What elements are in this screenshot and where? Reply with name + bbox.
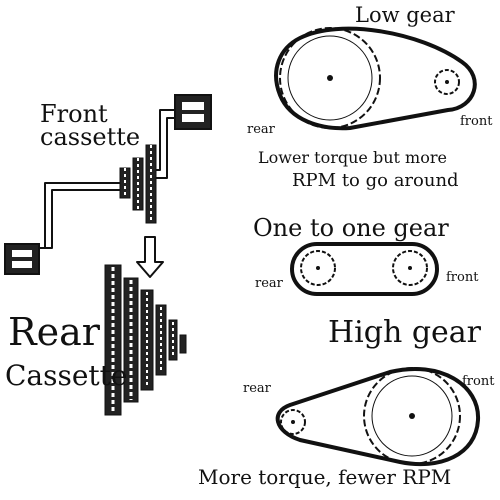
low-gear-large-cog-icon (279, 27, 381, 129)
high-gear-small-cog-icon (280, 409, 306, 435)
right-pedal-icon (174, 94, 212, 130)
high-gear-chain (275, 366, 481, 467)
rear-cassette-icon (104, 264, 187, 416)
low-front-label: front (460, 114, 493, 129)
low-rear-label: rear (247, 122, 276, 137)
one-to-one-rear-label: rear (255, 276, 284, 291)
front-cassette-label-1: Front (40, 100, 108, 128)
low-gear-note-2: RPM to go around (292, 170, 459, 191)
low-gear-title: Low gear (355, 3, 456, 27)
low-gear-small-cog-icon (434, 69, 460, 95)
low-gear-chain (274, 26, 477, 131)
one-to-one-chain (290, 242, 439, 296)
rear-cassette-label-1: Rear (8, 310, 101, 354)
left-pedal-icon (4, 243, 40, 275)
low-gear-note-1: Lower torque but more (258, 148, 447, 167)
high-gear-note: More torque, fewer RPM (198, 465, 451, 489)
one-to-one-rear-cog-icon (300, 250, 336, 286)
front-cassette-label-2: cassette (40, 123, 140, 151)
one-to-one-title: One to one gear (253, 214, 449, 242)
one-to-one-front-cog-icon (392, 250, 428, 286)
front-chainrings-icon (119, 144, 157, 224)
one-to-one-front-label: front (446, 270, 479, 285)
high-rear-label: rear (243, 381, 272, 396)
high-gear-title: High gear (328, 315, 482, 350)
high-front-label: front (462, 374, 495, 389)
down-arrow-icon (136, 236, 164, 278)
high-gear-large-cog-icon (363, 367, 461, 465)
rear-cassette-label-2: Cassette (5, 359, 128, 392)
